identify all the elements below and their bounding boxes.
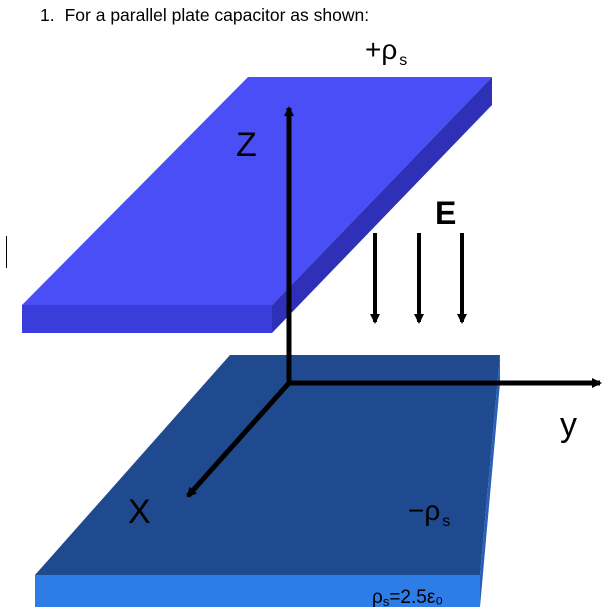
problem-text: For a parallel plate capacitor as shown: — [64, 5, 370, 25]
problem-number: 1. — [40, 5, 55, 25]
given-subscript: s — [382, 594, 390, 609]
bottom-plate — [35, 355, 500, 607]
x-axis-line — [186, 381, 291, 498]
charge-symbol: −ρ — [408, 495, 441, 526]
axes — [186, 106, 602, 498]
top-plate-top-face — [22, 77, 492, 305]
top-plate-side-face — [272, 77, 492, 333]
charge-subscript: s — [442, 513, 451, 530]
bottom-plate-top-face — [35, 355, 500, 575]
field-label: E — [435, 195, 457, 231]
given-symbol: ρ — [372, 587, 383, 608]
problem-statement: 1. For a parallel plate capacitor as show… — [40, 5, 369, 26]
z-axis-label: Z — [236, 126, 257, 164]
text-cursor — [6, 236, 7, 268]
bottom-plate-side-face — [480, 355, 500, 607]
field-arrows — [370, 233, 467, 324]
given-value: =2.5ε₀ — [389, 587, 444, 608]
charge-symbol: +ρ — [365, 34, 398, 65]
bottom-plate-front-face — [35, 575, 480, 607]
top-plate — [22, 77, 492, 333]
charge-subscript: s — [399, 52, 408, 69]
top-plate-front-face — [22, 305, 272, 333]
x-axis-label: X — [128, 493, 151, 531]
given-charge-density: ρs=2.5ε₀ — [372, 588, 443, 608]
y-axis-label: y — [560, 406, 577, 444]
